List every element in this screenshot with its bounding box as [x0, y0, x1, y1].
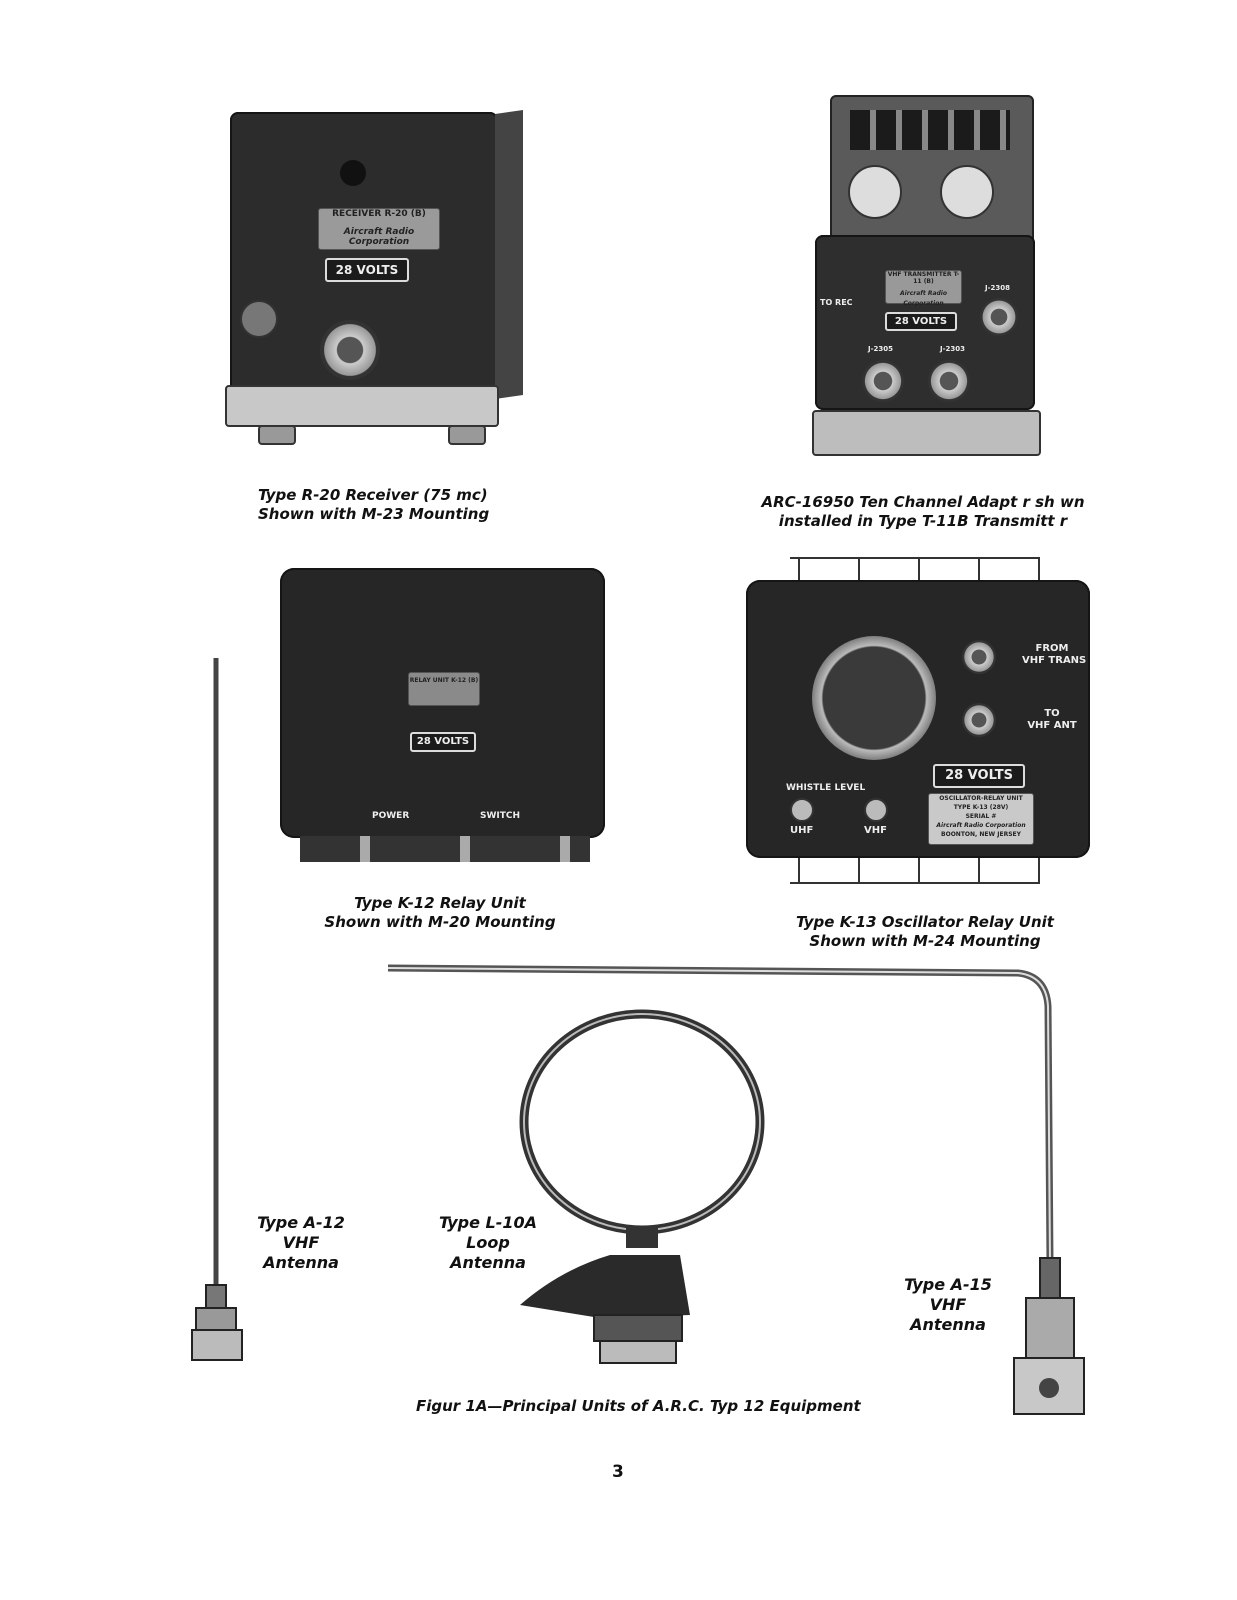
- oscillator-relay-uhf-knob: [790, 798, 814, 822]
- transmitter-tubes: [850, 110, 1010, 150]
- oscillator-relay-caption-line-1: Type K-13 Oscillator Relay Unit: [796, 913, 1054, 931]
- receiver-maker-text: Aircraft Radio Corporation: [343, 227, 415, 247]
- antenna-l10a-caption-line-1: Type L-10A: [438, 1213, 538, 1232]
- transmitter-caption-line-2: installed in Type T-11B Transmitt r: [778, 512, 1068, 530]
- oscillator-relay-uhf-text: UHF: [790, 825, 814, 836]
- transmitter-jack-label-1: J-2308: [985, 282, 1010, 294]
- receiver-foot-left: [258, 425, 296, 445]
- oscillator-relay-to-label: TO VHF ANT: [1022, 708, 1082, 732]
- oscillator-relay-to-connector: [962, 703, 996, 737]
- oscillator-relay-whistle-label: WHISTLE LEVEL: [786, 782, 865, 794]
- receiver-side-panel: [495, 110, 523, 399]
- oscillator-relay-caption-line-2: Shown with M-24 Mounting: [809, 932, 1041, 950]
- antenna-a15-graphic: [387, 964, 1085, 1415]
- relay-unit-power-label: POWER: [372, 810, 409, 822]
- oscillator-relay-plate-line-3: SERIAL #: [965, 813, 997, 820]
- oscillator-relay-main-connector: [812, 636, 936, 760]
- transmitter-dial-right: [940, 165, 994, 219]
- oscillator-relay-to-line-2: VHF ANT: [1027, 720, 1077, 731]
- antenna-a15-caption-line-1: Type A-15: [904, 1275, 992, 1294]
- oscillator-relay-plate-line-2: TYPE K-13 (28V): [953, 804, 1009, 811]
- antenna-a12-caption-line-3: Antenna: [263, 1253, 339, 1272]
- oscillator-relay-caption: Type K-13 Oscillator Relay Unit Shown wi…: [780, 913, 1070, 951]
- page-number: 3: [612, 1462, 624, 1482]
- relay-unit-switch-text: SWITCH: [480, 811, 521, 821]
- relay-unit-caption-line-2: Shown with M-20 Mounting: [324, 913, 556, 931]
- transmitter-jack-text-2: J-2305: [868, 345, 893, 353]
- oscillator-relay-volts-text: 28 VOLTS: [945, 768, 1013, 783]
- receiver-volts-text: 28 VOLTS: [335, 263, 399, 277]
- receiver-caption-line-1: Type R-20 Receiver (75 mc): [258, 486, 488, 504]
- receiver-plate-text: RECEIVER R-20 (B): [332, 209, 426, 219]
- oscillator-relay-from-connector: [962, 640, 996, 674]
- transmitter-jack-label-3: J-2303: [940, 343, 965, 355]
- transmitter-caption: ARC-16950 Ten Channel Adapt r sh wn inst…: [758, 493, 1088, 531]
- antenna-a12-caption: Type A-12 VHF Antenna: [246, 1213, 356, 1273]
- antenna-l10a-caption-line-2: Loop: [466, 1233, 510, 1252]
- oscillator-relay-vhf-text: VHF: [864, 825, 887, 836]
- relay-unit-volts-text: 28 VOLTS: [416, 736, 470, 747]
- oscillator-relay-plate-line-4: Aircraft Radio Corporation: [936, 822, 1026, 829]
- receiver-mounting-base: [225, 385, 499, 427]
- antenna-l10a-graphic: [519, 1009, 765, 1364]
- antenna-a12-caption-line-1: Type A-12: [257, 1213, 345, 1232]
- receiver-hole: [340, 160, 366, 186]
- figure-caption: Figur 1A—Principal Units of A.R.C. Typ 1…: [416, 1397, 861, 1415]
- transmitter-connector-bottom-right: [928, 360, 970, 402]
- transmitter-dial-left: [848, 165, 902, 219]
- transmitter-maker-text: Aircraft Radio Corporation: [900, 290, 947, 307]
- relay-unit-plate-text: RELAY UNIT K-12 (B): [409, 677, 479, 684]
- transmitter-connector-top-right: [980, 298, 1018, 336]
- oscillator-relay-vhf-knob: [864, 798, 888, 822]
- oscillator-relay-vhf-label: VHF: [864, 825, 887, 837]
- transmitter-jack-label-2: J-2305: [868, 343, 893, 355]
- receiver-nameplate: RECEIVER R-20 (B) Aircraft Radio Corpora…: [318, 208, 440, 250]
- receiver-foot-right: [448, 425, 486, 445]
- transmitter-connector-bottom-left: [862, 360, 904, 402]
- oscillator-relay-from-line-1: FROM: [1035, 643, 1069, 654]
- transmitter-plate-text: VHF TRANSMITTER T-11 (B): [887, 271, 960, 285]
- antenna-l10a-caption-line-3: Antenna: [450, 1253, 526, 1272]
- receiver-side-knob: [240, 300, 278, 338]
- relay-unit-caption-line-1: Type K-12 Relay Unit: [354, 894, 526, 912]
- antenna-a15-caption-line-2: VHF: [929, 1295, 967, 1314]
- oscillator-relay-plate-line-1: OSCILLATOR-RELAY UNIT: [939, 795, 1023, 802]
- relay-unit-nameplate: RELAY UNIT K-12 (B): [408, 672, 480, 706]
- receiver-volts-label: 28 VOLTS: [325, 258, 409, 282]
- transmitter-jack-text-1: J-2308: [985, 284, 1010, 292]
- relay-unit-power-text: POWER: [372, 811, 410, 821]
- oscillator-relay-volts-label: 28 VOLTS: [933, 764, 1025, 788]
- receiver-power-connector: [320, 320, 380, 380]
- antenna-l10a-caption: Type L-10A Loop Antenna: [428, 1213, 548, 1273]
- transmitter-to-rec-text: TO REC: [820, 298, 853, 307]
- relay-unit-volts-label: 28 VOLTS: [410, 732, 476, 752]
- oscillator-relay-from-label: FROM VHF TRANS: [1022, 643, 1087, 667]
- transmitter-to-rec-label: TO REC: [820, 297, 853, 309]
- transmitter-volts-label: 28 VOLTS: [885, 312, 957, 331]
- transmitter-caption-line-1: ARC-16950 Ten Channel Adapt r sh wn: [761, 493, 1085, 511]
- antenna-a12-caption-line-2: VHF: [282, 1233, 320, 1252]
- oscillator-relay-bottom-mounts: [790, 858, 1040, 884]
- receiver-caption: Type R-20 Receiver (75 mc) Shown with M-…: [258, 486, 489, 524]
- relay-unit-switch-label: SWITCH: [480, 810, 520, 822]
- relay-unit-caption: Type K-12 Relay Unit Shown with M-20 Mou…: [310, 894, 570, 932]
- relay-unit-connectors: [300, 836, 590, 862]
- oscillator-relay-whistle-text: WHISTLE LEVEL: [786, 783, 866, 793]
- oscillator-relay-nameplate: OSCILLATOR-RELAY UNIT TYPE K-13 (28V) SE…: [928, 793, 1034, 845]
- oscillator-relay-to-line-1: TO: [1044, 708, 1060, 719]
- oscillator-relay-uhf-label: UHF: [790, 825, 813, 837]
- antenna-a15-caption-line-3: Antenna: [910, 1315, 986, 1334]
- transmitter-nameplate: VHF TRANSMITTER T-11 (B) Aircraft Radio …: [885, 270, 962, 307]
- oscillator-relay-plate-line-5: BOONTON, NEW JERSEY: [941, 831, 1021, 838]
- antenna-a12-graphic: [191, 658, 243, 1361]
- oscillator-relay-from-line-2: VHF TRANS: [1022, 655, 1087, 666]
- oscillator-relay-top-mounts: [790, 557, 1040, 583]
- transmitter-jack-text-3: J-2303: [940, 345, 965, 353]
- receiver-caption-line-2: Shown with M-23 Mounting: [258, 505, 490, 523]
- transmitter-mounting-base: [812, 410, 1041, 456]
- transmitter-volts-text: 28 VOLTS: [894, 316, 948, 327]
- antenna-a15-caption: Type A-15 VHF Antenna: [890, 1275, 1006, 1335]
